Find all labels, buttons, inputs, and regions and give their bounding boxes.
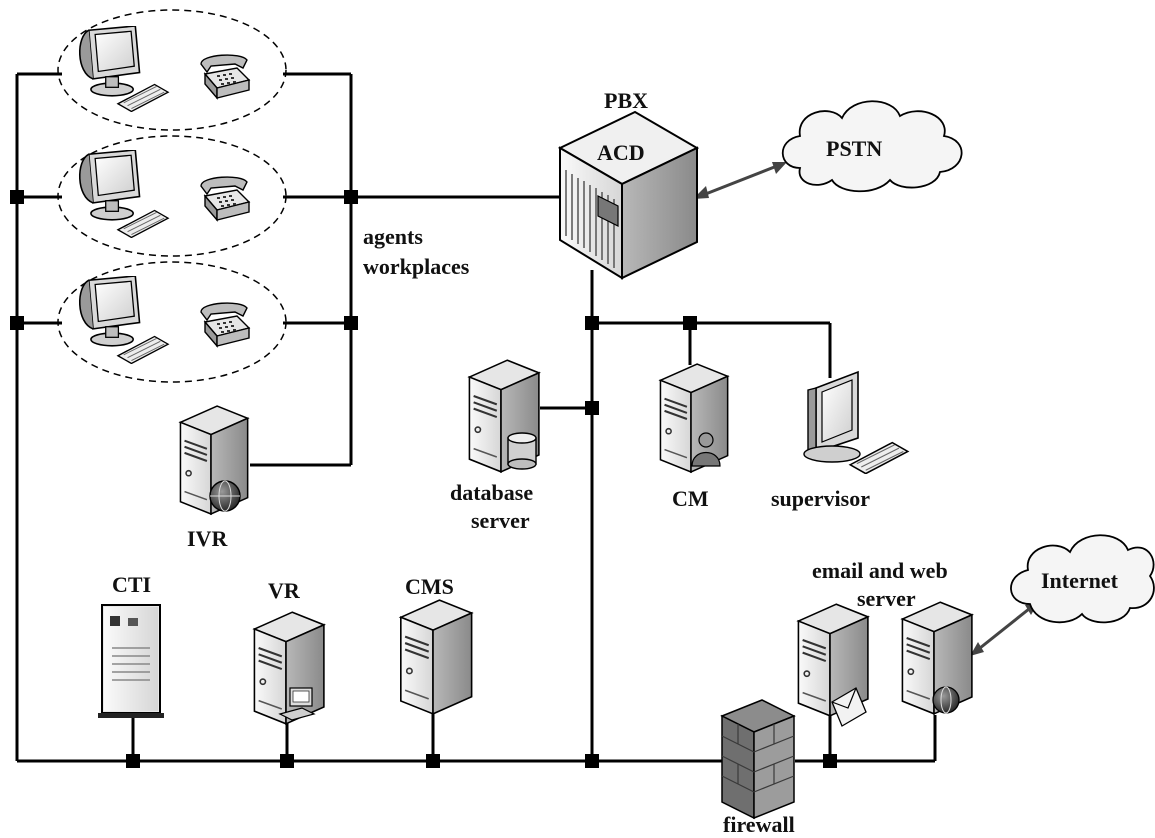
workplaces-label: workplaces	[363, 254, 470, 279]
vr-server	[253, 611, 325, 725]
server-tower-icon	[659, 363, 729, 473]
junction-node	[585, 401, 599, 415]
server-tower-icon	[399, 599, 473, 715]
cti-rack-icon	[98, 604, 164, 718]
cti-label: CTI	[112, 572, 152, 597]
globe-icon	[932, 686, 960, 714]
agent-monitor-icon	[78, 150, 141, 221]
ivr-server	[179, 405, 249, 515]
pstn-label: PSTN	[826, 136, 883, 161]
cm-server	[659, 363, 729, 473]
email-server	[797, 603, 869, 727]
junction-node	[426, 754, 440, 768]
junction-node	[280, 754, 294, 768]
acd-label: ACD	[597, 140, 645, 165]
junction-node	[585, 754, 599, 768]
server-tower-icon	[253, 611, 325, 725]
pbx-cabinet-icon	[557, 110, 700, 280]
envelope-icon	[831, 687, 867, 727]
agent-keyboard-icon	[849, 441, 909, 474]
supervisor-label: supervisor	[771, 486, 870, 511]
junction-node	[823, 754, 837, 768]
database-server	[468, 359, 540, 473]
email-web-label: email and web	[812, 558, 948, 583]
junction-node	[126, 754, 140, 768]
email-web-server-label: server	[857, 586, 916, 611]
junction-node	[585, 316, 599, 330]
firewall-label: firewall	[723, 812, 795, 837]
pbx-label: PBX	[604, 88, 648, 113]
internet-label: Internet	[1041, 568, 1118, 593]
firewall-brick-icon	[720, 699, 796, 820]
supervisor-workstation	[803, 370, 909, 474]
agent-workplace	[57, 135, 287, 257]
junction-node	[344, 190, 358, 204]
computer-icon	[278, 687, 316, 721]
database-cylinder-icon	[507, 432, 537, 470]
junction-node	[683, 316, 697, 330]
agent-telephone-icon	[200, 54, 250, 99]
agent-workplace	[57, 261, 287, 383]
agents-label: agents	[363, 224, 423, 249]
internet-cloud-icon	[1010, 534, 1155, 624]
cms-server	[399, 599, 473, 715]
agent-telephone-icon	[200, 302, 250, 347]
server-label: server	[471, 508, 530, 533]
cm-label: CM	[672, 486, 709, 511]
cms-label: CMS	[405, 574, 454, 599]
junction-node	[10, 316, 24, 330]
agent-workplace	[57, 9, 287, 131]
user-person-icon	[691, 432, 721, 467]
pstn-cloud-icon	[781, 100, 963, 193]
vr-label: VR	[268, 578, 300, 603]
junction-node	[10, 190, 24, 204]
agent-monitor-icon	[78, 276, 141, 347]
agent-monitor-icon	[78, 26, 141, 97]
agent-telephone-icon	[200, 176, 250, 221]
junction-node	[344, 316, 358, 330]
database-label: database	[450, 480, 534, 505]
web-server	[901, 601, 973, 715]
ivr-label: IVR	[187, 526, 228, 551]
